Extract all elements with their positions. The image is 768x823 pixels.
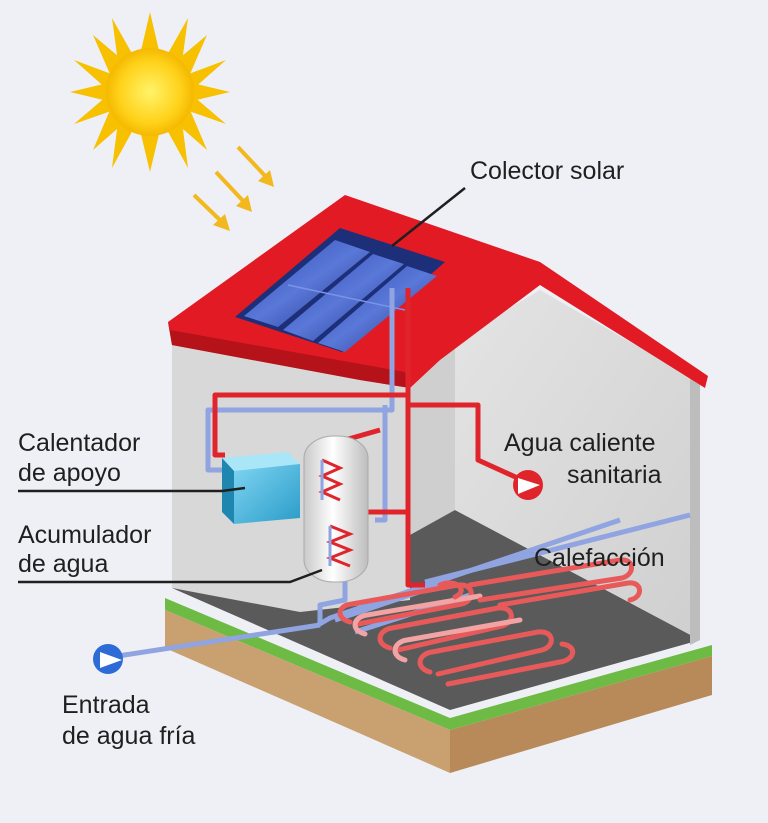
cold-water-pipes	[117, 288, 691, 659]
hot-water-outlet-icon	[513, 470, 543, 500]
label-calentador-line1: Calentador	[18, 429, 141, 457]
label-acumulador-line2: de agua	[18, 550, 109, 578]
water-tank	[303, 435, 369, 583]
cold-water-inlet-icon	[93, 644, 123, 674]
solar-collector	[235, 228, 445, 352]
label-calefaccion: Calefacción	[534, 544, 665, 572]
sun-icon	[70, 12, 230, 172]
leader-lines	[18, 187, 466, 584]
sun-ray-arrows	[192, 145, 274, 231]
label-acumulador-line1: Acumulador	[18, 521, 152, 549]
house-roof	[168, 195, 708, 388]
label-entrada-line1: Entrada	[62, 691, 150, 719]
ground-slab	[165, 598, 712, 773]
label-agua-caliente-line2: sanitaria	[567, 461, 662, 489]
label-agua-caliente-line1: Agua caliente	[504, 429, 656, 457]
label-colector-solar: Colector solar	[470, 157, 625, 185]
backup-heater-box	[222, 452, 300, 524]
label-entrada-line2: de agua fría	[62, 722, 196, 750]
floor-heating-coil	[337, 557, 642, 687]
label-calentador-line2: de apoyo	[18, 459, 121, 487]
